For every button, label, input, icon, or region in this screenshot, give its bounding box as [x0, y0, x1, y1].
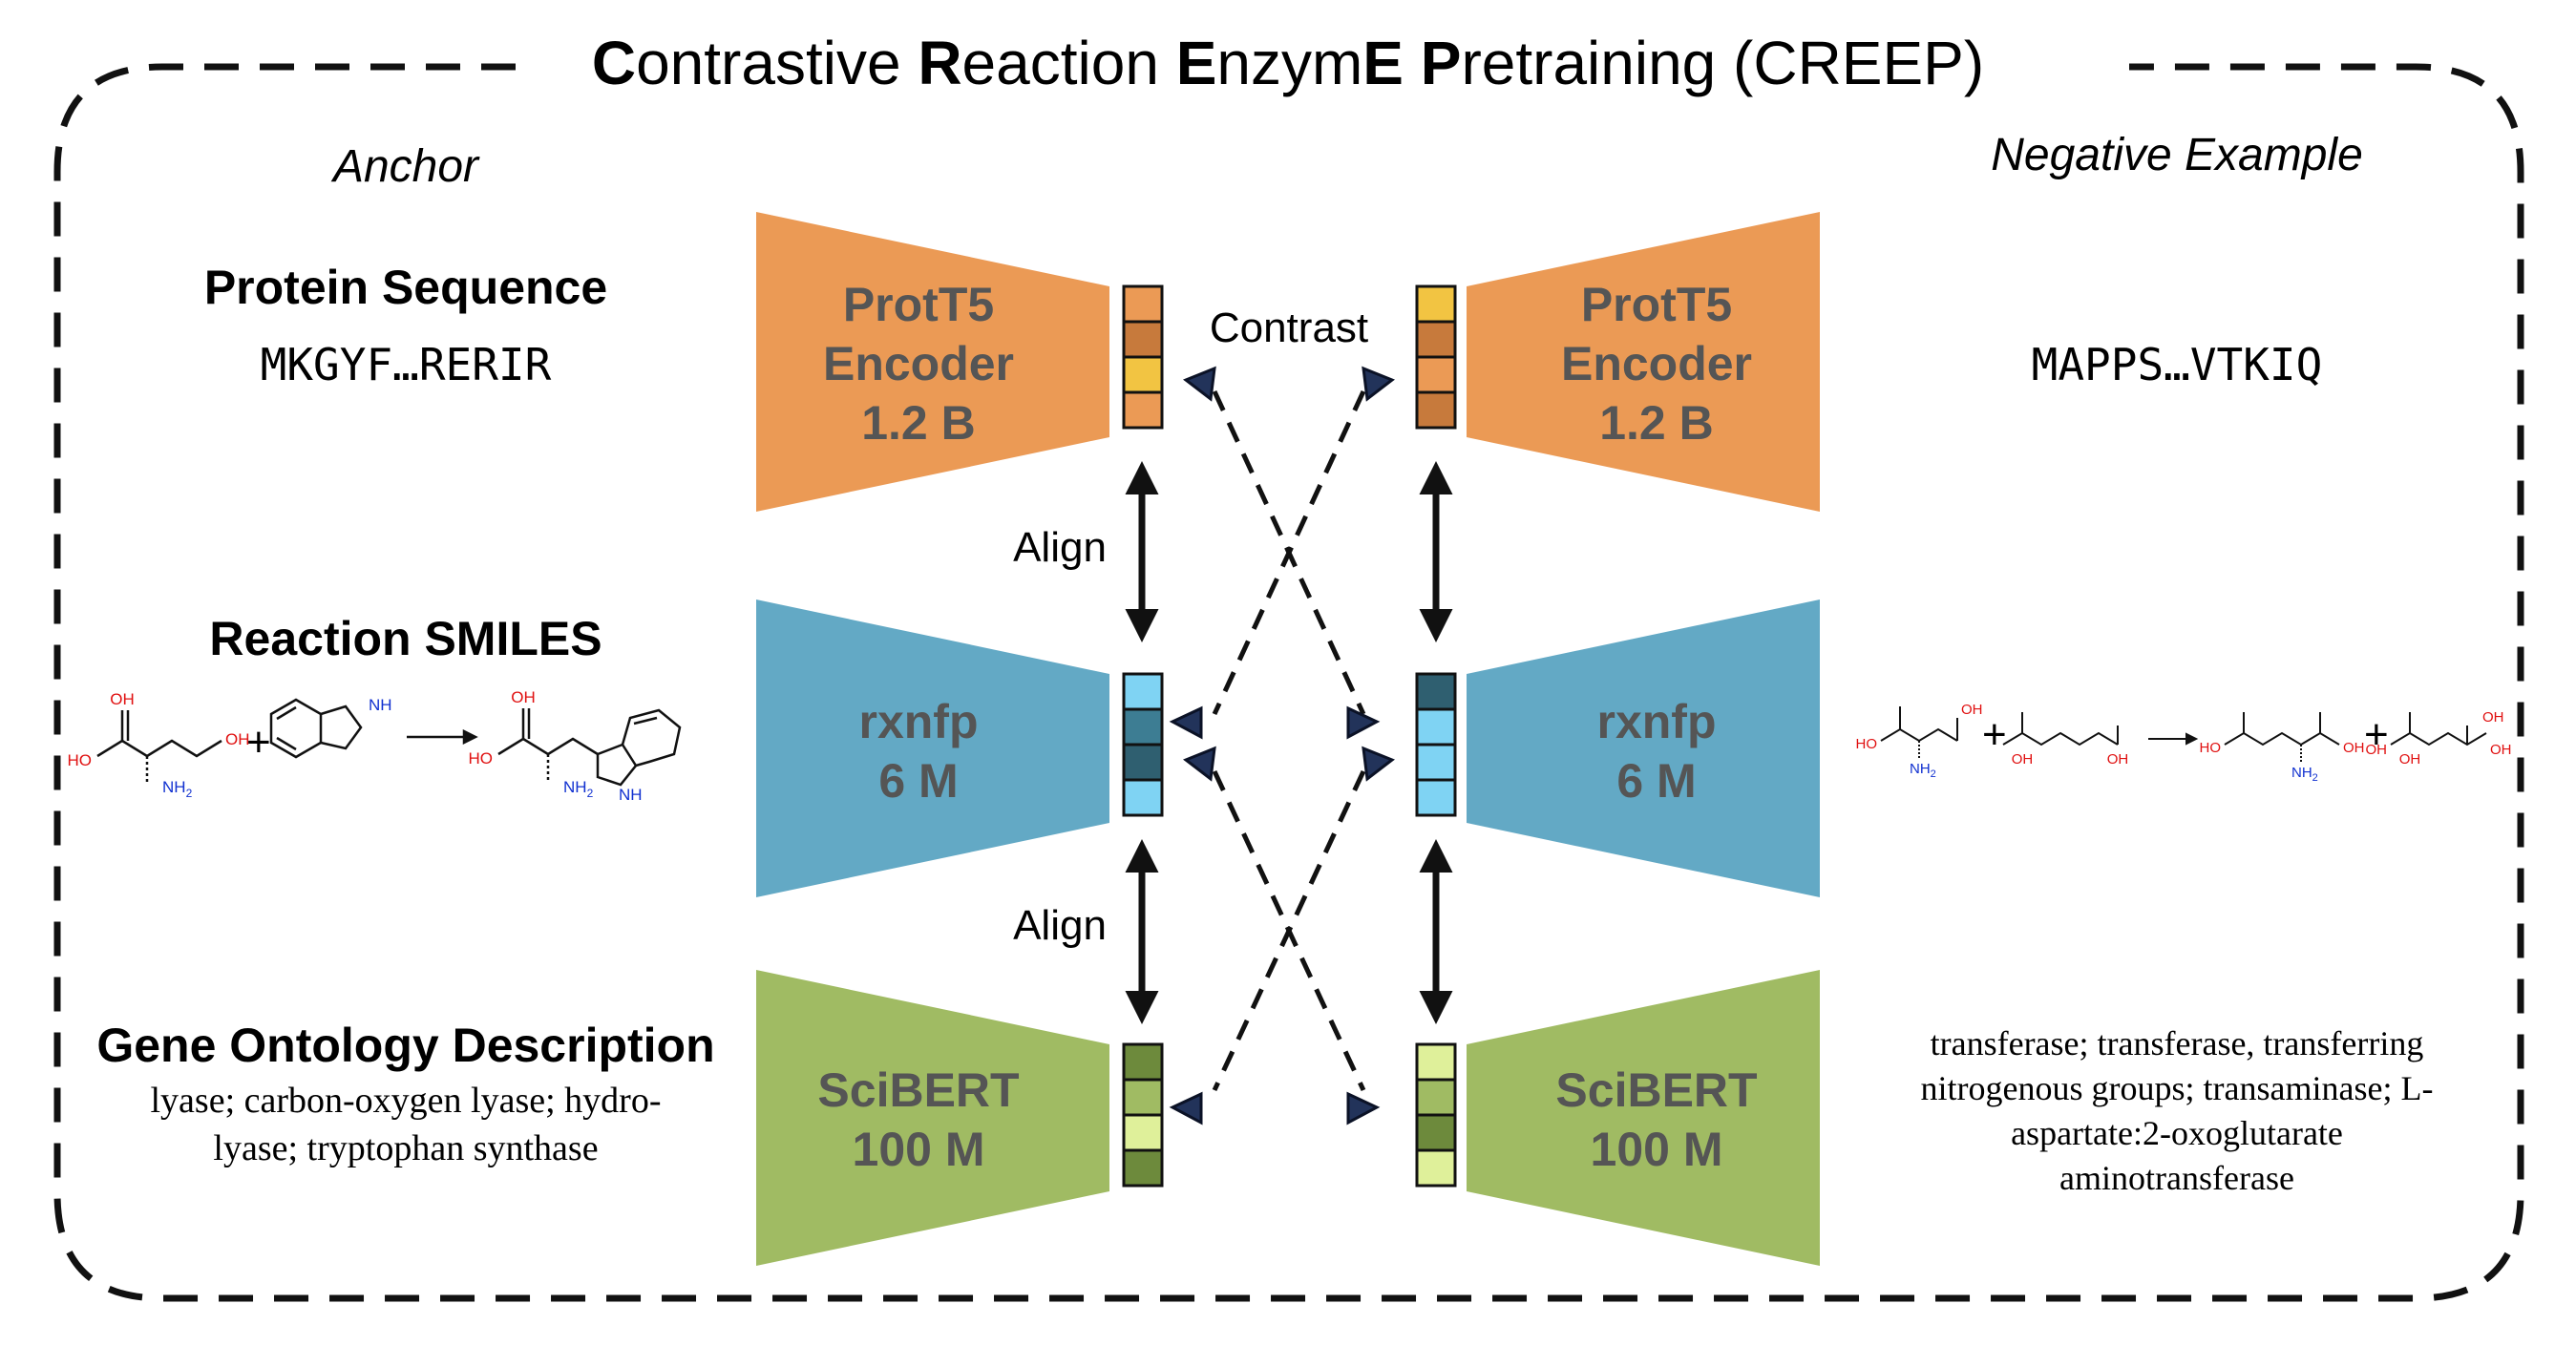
negative-reaction-molecules [1880, 706, 2487, 764]
anchor-protein-sequence: MKGYF…RERIR [261, 339, 552, 390]
right-reaction-embedding-cell [1415, 743, 1457, 782]
left-text-embedding-cell [1122, 1042, 1164, 1082]
gene-ontology-title: Gene Ontology Description [96, 1019, 714, 1072]
svg-text:OH: OH [2107, 751, 2129, 768]
left-text-embedding-cell [1122, 1148, 1164, 1188]
anchor-go-line-2: lyase; tryptophan synthase [213, 1128, 598, 1168]
svg-text:100 M: 100 M [853, 1123, 985, 1176]
negative-go-line-4: aminotransferase [2059, 1159, 2294, 1197]
svg-text:100 M: 100 M [1591, 1123, 1723, 1176]
left-protein-embedding-cell [1122, 320, 1164, 359]
left-protein-embedding-cell [1122, 355, 1164, 394]
svg-text:OH: OH [511, 688, 536, 706]
svg-text:NH: NH [619, 786, 643, 804]
left-text-embedding-cell [1122, 1078, 1164, 1117]
dashed-frame [53, 63, 2524, 1302]
svg-text:6 M: 6 M [1616, 754, 1696, 808]
svg-text:SciBERT: SciBERT [817, 1063, 1019, 1117]
right-text-embedding-cell [1415, 1078, 1457, 1117]
right-protein-embedding-cell [1415, 320, 1457, 359]
anchor-label: Anchor [330, 141, 480, 192]
right-text-embedding-cell [1415, 1042, 1457, 1082]
negative-protein-sequence: MAPPS…VTKIQ [2032, 339, 2323, 390]
svg-text:NH2: NH2 [162, 778, 193, 800]
svg-text:+: + [246, 719, 271, 766]
left-protein-embedding-cell [1122, 284, 1164, 324]
right-protein-embedding-cell [1415, 355, 1457, 394]
embedding-vectors [1122, 284, 1457, 1188]
svg-text:Encoder: Encoder [1561, 337, 1752, 390]
svg-text:NH2: NH2 [1910, 761, 1936, 780]
anchor-go-line-1: lyase; carbon-oxygen lyase; hydro- [151, 1081, 662, 1121]
svg-text:OH: OH [1961, 702, 1983, 718]
svg-text:OH: OH [2343, 740, 2365, 756]
protein-sequence-title: Protein Sequence [204, 261, 607, 314]
svg-text:ProtT5: ProtT5 [843, 278, 994, 331]
left-reaction-embedding-cell [1122, 743, 1164, 782]
svg-text:OH: OH [2490, 742, 2512, 758]
svg-text:ProtT5: ProtT5 [1581, 278, 1732, 331]
align-label-bottom: Align [1013, 902, 1107, 949]
left-text-embedding-cell [1122, 1113, 1164, 1152]
svg-text:1.2 B: 1.2 B [861, 396, 976, 450]
negative-example-label: Negative Example [1991, 130, 2363, 180]
svg-text:NH2: NH2 [563, 778, 594, 800]
right-text-embedding-cell [1415, 1113, 1457, 1152]
svg-text:rxnfp: rxnfp [859, 695, 979, 748]
svg-text:1.2 B: 1.2 B [1599, 396, 1714, 450]
svg-text:OH: OH [2366, 742, 2388, 758]
svg-text:OH: OH [2399, 751, 2421, 768]
right-text-encoder: SciBERT 100 M [1467, 970, 1820, 1266]
align-label-top: Align [1013, 524, 1107, 571]
svg-text:HO: HO [68, 751, 93, 769]
svg-text:+: + [2364, 711, 2389, 758]
svg-text:OH: OH [2482, 709, 2504, 726]
left-protein-encoder: ProtT5 Encoder 1.2 B [756, 212, 1109, 512]
right-reaction-embedding-cell [1415, 672, 1457, 711]
negative-go-line-2: nitrogenous groups; transaminase; L- [1921, 1069, 2434, 1107]
right-reaction-embedding-cell [1415, 778, 1457, 817]
svg-text:OH: OH [110, 690, 135, 708]
reaction-smiles-title: Reaction SMILES [209, 612, 602, 665]
contrast-lines [1212, 389, 1366, 1092]
right-protein-embedding-cell [1415, 284, 1457, 324]
page-title: Contrastive Reaction EnzymE Pretraining … [592, 29, 1984, 97]
negative-go-line-1: transferase; transferase, transferring [1931, 1024, 2424, 1062]
contrast-label: Contrast [1210, 305, 1368, 351]
svg-text:SciBERT: SciBERT [1555, 1063, 1757, 1117]
align-arrows [1125, 461, 1453, 1024]
left-reaction-embedding-cell [1122, 672, 1164, 711]
left-text-encoder: SciBERT 100 M [756, 970, 1109, 1266]
negative-go-line-3: aspartate:2-oxoglutarate [2011, 1114, 2343, 1152]
left-reaction-embedding-cell [1122, 707, 1164, 747]
right-reaction-embedding-cell [1415, 707, 1457, 747]
svg-text:NH: NH [369, 696, 392, 714]
left-reaction-encoder: rxnfp 6 M [756, 599, 1109, 897]
svg-text:rxnfp: rxnfp [1597, 695, 1717, 748]
anchor-reaction-molecules [96, 698, 682, 787]
right-protein-encoder: ProtT5 Encoder 1.2 B [1467, 212, 1820, 512]
svg-text:OH: OH [2012, 751, 2034, 768]
left-reaction-embedding-cell [1122, 778, 1164, 817]
contrast-arrowheads [1169, 366, 1396, 1125]
right-reaction-encoder: rxnfp 6 M [1467, 599, 1820, 897]
right-text-embedding-cell [1415, 1148, 1457, 1188]
right-protein-embedding-cell [1415, 390, 1457, 430]
svg-text:OH: OH [225, 730, 250, 748]
svg-text:NH2: NH2 [2291, 765, 2318, 784]
svg-text:HO: HO [2200, 740, 2222, 756]
left-protein-embedding-cell [1122, 390, 1164, 430]
svg-text:6 M: 6 M [878, 754, 958, 808]
svg-text:HO: HO [1856, 736, 1878, 752]
svg-text:Encoder: Encoder [823, 337, 1014, 390]
svg-text:+: + [1982, 711, 2007, 758]
svg-text:HO: HO [469, 749, 494, 768]
